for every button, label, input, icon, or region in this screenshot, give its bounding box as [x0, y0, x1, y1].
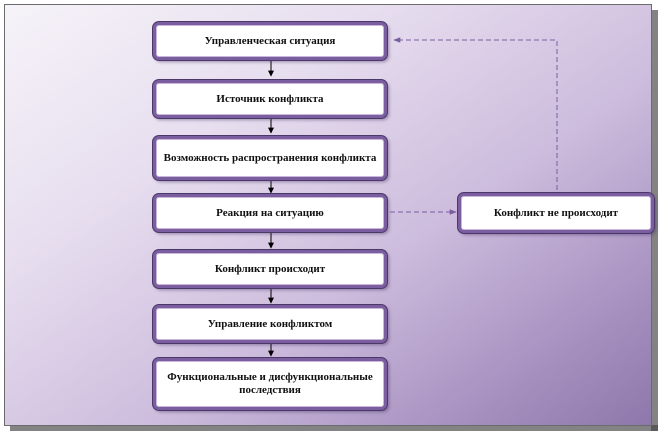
node-no-conflict: Конфликт не происходит — [458, 193, 654, 233]
frame-shadow-bottom — [10, 425, 658, 431]
node-spread-possibility: Возможность распространения конфликта — [153, 136, 387, 180]
node-management-situation: Управленческая ситуация — [153, 22, 387, 60]
node-conflict-occurs: Конфликт происходит — [153, 250, 387, 288]
node-conflict-management: Управление конфликтом — [153, 305, 387, 343]
node-conflict-source: Источник конфликта — [153, 80, 387, 118]
dashed-arrow-no-conflict-to-situation — [393, 37, 558, 190]
node-reaction: Реакция на ситуацию — [153, 194, 387, 232]
frame-shadow-right — [651, 10, 658, 431]
node-consequences: Функциональные и дисфункциональные после… — [153, 358, 387, 410]
